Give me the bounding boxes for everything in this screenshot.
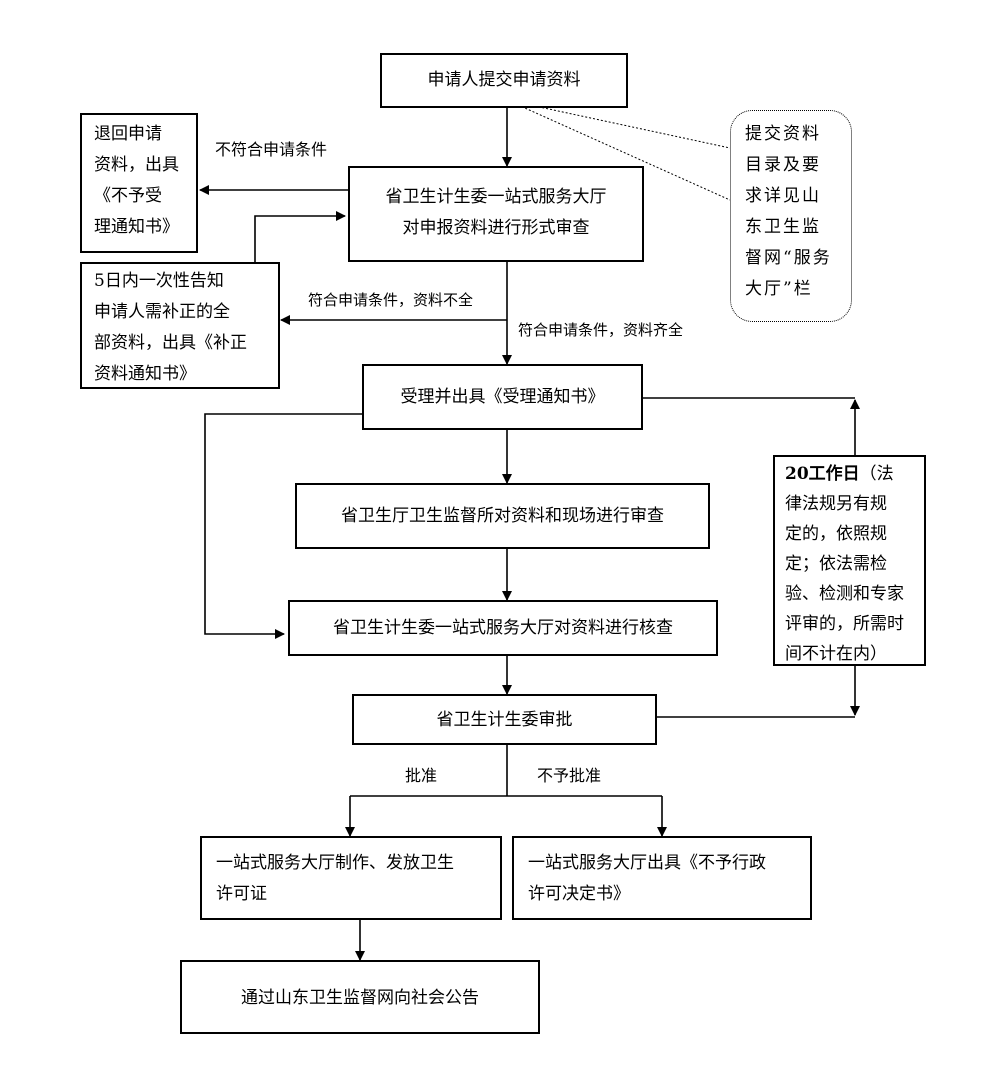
- edge-label-approved: 批准: [405, 766, 438, 785]
- edge-label-incomplete: 符合申请条件，资料不全: [308, 291, 474, 309]
- deadline-note-text: 20工作日（法 律法规另有规 定的，依照规 定；依法需检 验、检测和专家 评审的…: [785, 459, 925, 669]
- node-verify-label: 省卫生计生委一站式服务大厅对资料进行核查: [333, 618, 673, 638]
- arrow-supplement-to-review: [254, 211, 346, 262]
- node-issue-license-label: 一站式服务大厅制作、发放卫生 许可证: [216, 853, 454, 904]
- materials-callout-text: 提交资料 目录及要 求详见山 东卫生监 督网“服务 大厅”栏: [745, 124, 832, 299]
- node-formal-review: 省卫生计生委一站式服务大厅 对申报资料进行形式审查: [348, 166, 644, 262]
- edge-label-not-meet: 不符合申请条件: [215, 140, 328, 159]
- node-supplement: 5日内一次性告知 申请人需补正的全 部资料，出具《补正 资料通知书》: [80, 262, 280, 389]
- node-reject: 退回申请 资料，出具 《不予受 理通知书》: [80, 113, 198, 253]
- node-site-review: 省卫生厅卫生监督所对资料和现场进行审查: [295, 483, 710, 549]
- edge-label-complete: 符合申请条件，资料齐全: [518, 321, 684, 339]
- materials-callout: 提交资料 目录及要 求详见山 东卫生监 督网“服务 大厅”栏: [730, 110, 852, 322]
- deadline-days: 20工作日: [785, 464, 860, 484]
- node-approve: 省卫生计生委审批: [352, 694, 657, 745]
- node-supplement-label: 5日内一次性告知 申请人需补正的全 部资料，出具《补正 资料通知书》: [94, 271, 247, 384]
- node-approve-label: 省卫生计生委审批: [436, 710, 573, 730]
- node-announce-label: 通过山东卫生监督网向社会公告: [241, 988, 479, 1008]
- node-deny-decision-label: 一站式服务大厅出具《不予行政 许可决定书》: [528, 853, 766, 904]
- node-submit: 申请人提交申请资料: [380, 53, 628, 108]
- node-formal-review-label: 省卫生计生委一站式服务大厅 对申报资料进行形式审查: [385, 187, 607, 238]
- node-verify: 省卫生计生委一站式服务大厅对资料进行核查: [288, 600, 718, 656]
- node-site-review-label: 省卫生厅卫生监督所对资料和现场进行审查: [341, 506, 664, 526]
- node-reject-label: 退回申请 资料，出具 《不予受 理通知书》: [94, 124, 179, 237]
- node-submit-label: 申请人提交申请资料: [427, 70, 581, 90]
- callout-pointer-lower: [506, 99, 731, 201]
- node-accept-label: 受理并出具《受理通知书》: [400, 387, 605, 407]
- deadline-detail: （法 律法规另有规 定的，依照规 定；依法需检 验、检测和专家 评审的，所需时 …: [785, 464, 904, 664]
- arrow-accept-bypass-to-verify: [204, 413, 362, 639]
- node-accept: 受理并出具《受理通知书》: [362, 364, 643, 430]
- node-deny-decision: 一站式服务大厅出具《不予行政 许可决定书》: [512, 836, 812, 920]
- node-issue-license: 一站式服务大厅制作、发放卫生 许可证: [200, 836, 502, 920]
- deadline-note: 20工作日（法 律法规另有规 定的，依照规 定；依法需检 验、检测和专家 评审的…: [773, 455, 926, 666]
- node-announce: 通过山东卫生监督网向社会公告: [180, 960, 540, 1034]
- edge-label-not-approved: 不予批准: [537, 766, 602, 785]
